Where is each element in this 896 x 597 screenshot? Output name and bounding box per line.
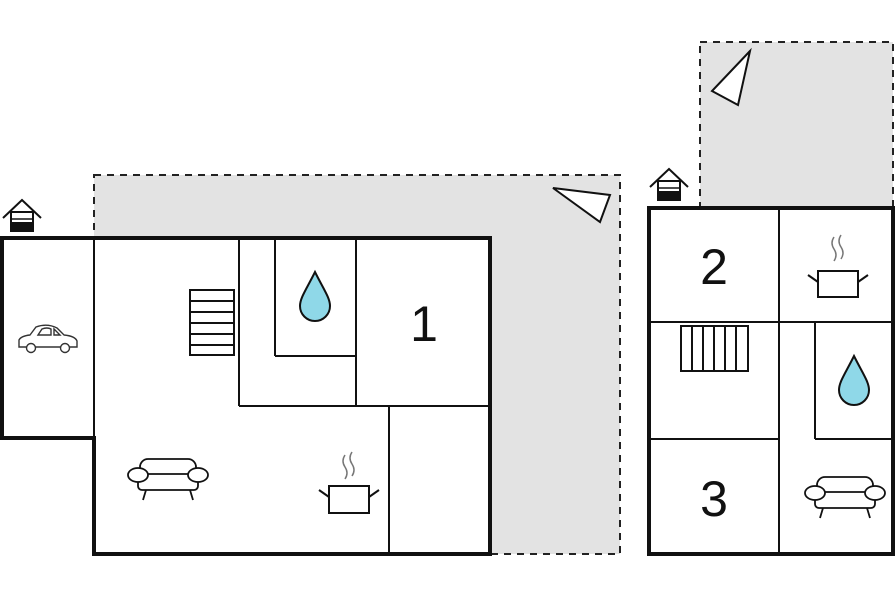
terrace-right — [699, 41, 894, 213]
sofa-icon — [804, 476, 886, 519]
compass-arrow-icon — [552, 187, 612, 224]
entrance-icon — [2, 198, 42, 232]
kitchen-pot-icon — [807, 234, 869, 298]
car-icon — [18, 324, 78, 354]
left-building-walls — [93, 238, 490, 554]
left-building-outline — [0, 236, 492, 556]
right-building-walls — [649, 208, 893, 554]
sofa-icon — [127, 458, 209, 501]
entrance-icon — [649, 167, 689, 201]
water-drop-icon — [837, 353, 871, 406]
stairs-icon — [189, 289, 235, 356]
kitchen-pot-icon — [318, 451, 380, 514]
water-drop-icon — [298, 269, 332, 322]
room-1-label: 1 — [410, 296, 438, 352]
compass-arrow-icon — [710, 47, 752, 107]
stairs-icon — [680, 325, 749, 372]
room-2-label: 2 — [700, 239, 728, 295]
room-3-label: 3 — [700, 471, 728, 527]
